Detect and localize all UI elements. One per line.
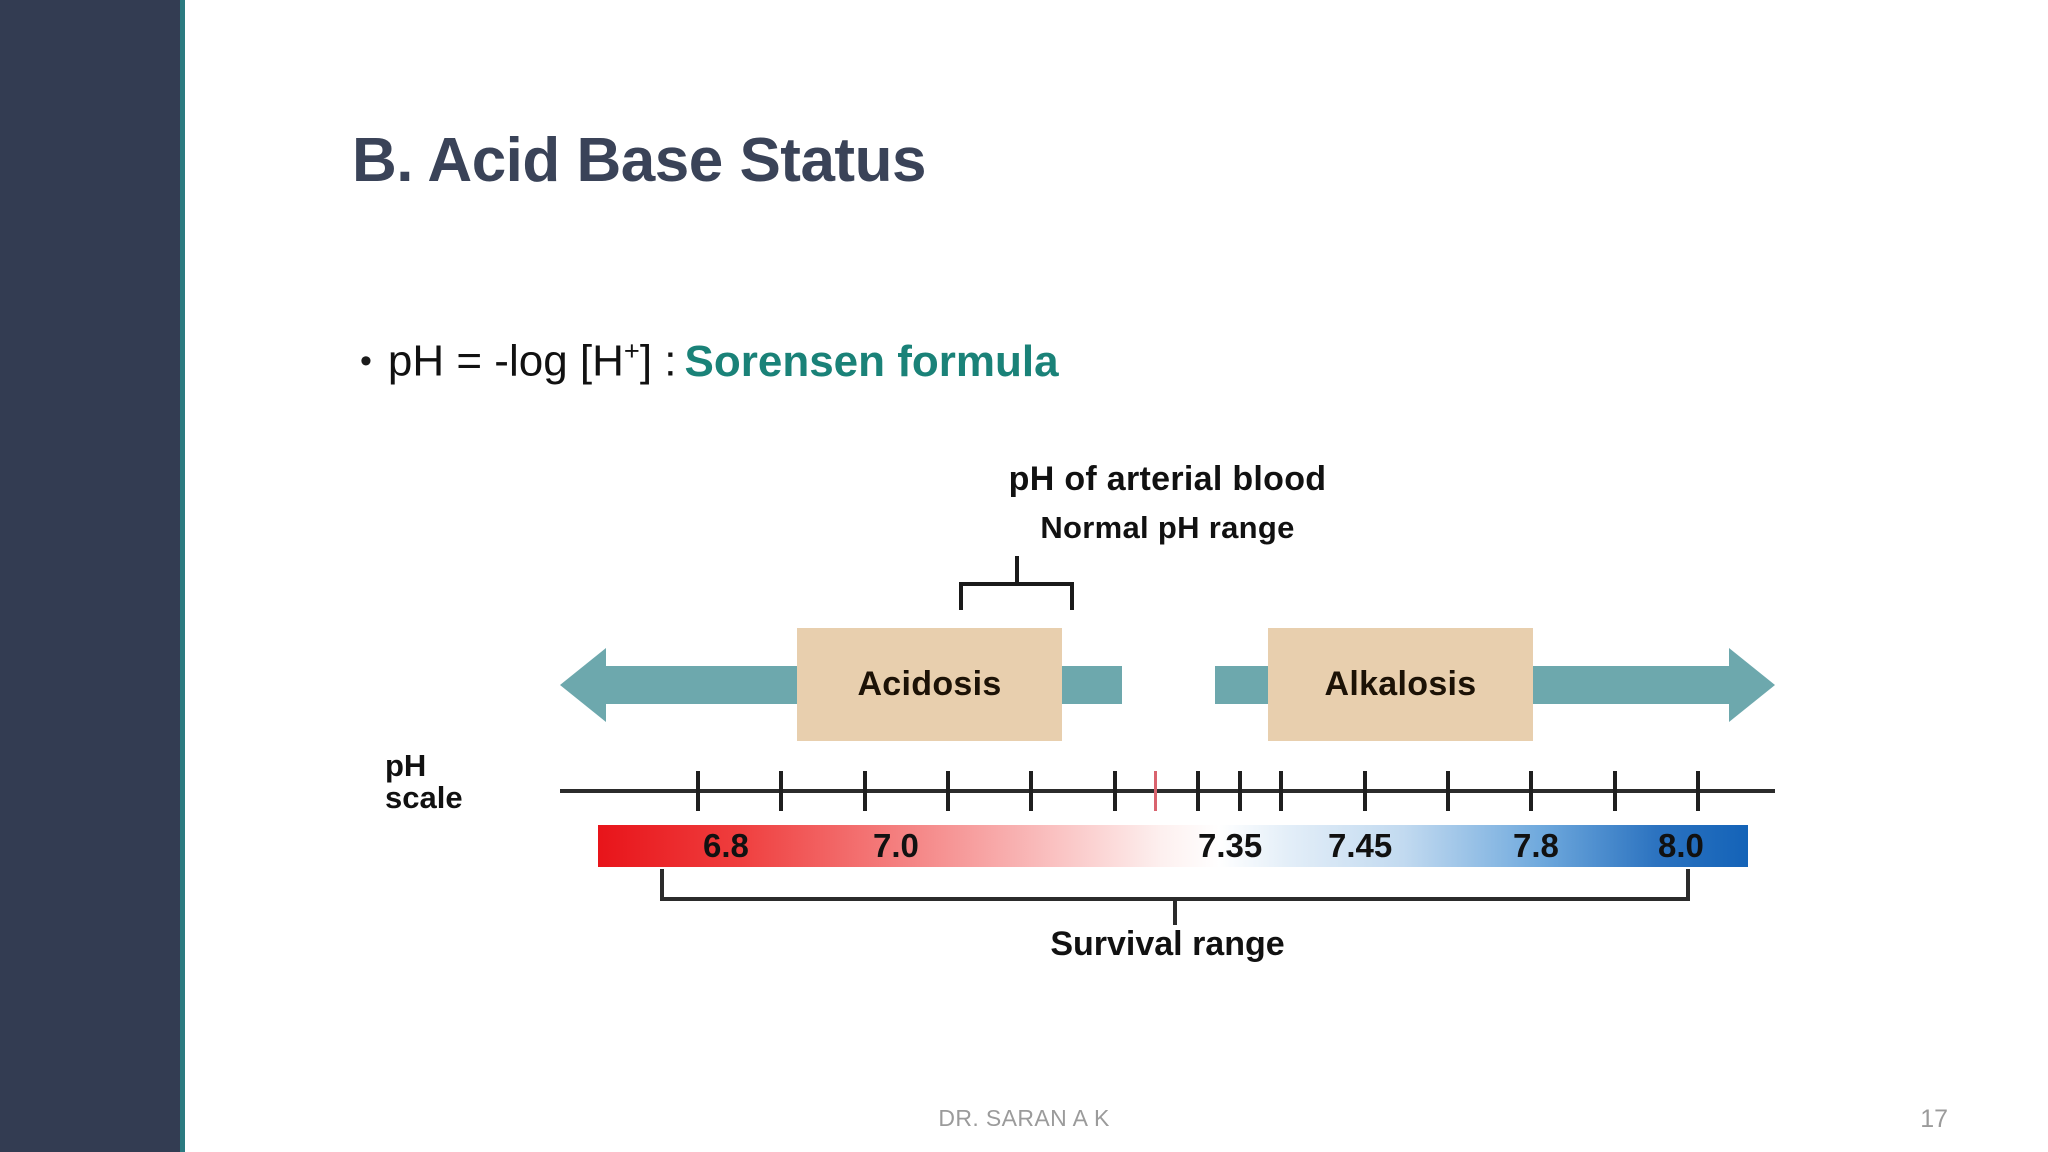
ph-value-label: 7.45 xyxy=(1328,827,1393,864)
axis-tick xyxy=(1446,771,1450,811)
bracket-stem xyxy=(1015,556,1019,584)
region-label-acidosis: Acidosis xyxy=(797,628,1062,741)
ph-value-label: 6.8 xyxy=(703,827,749,864)
axis-tick xyxy=(946,771,950,811)
ph-axis-line xyxy=(560,771,1775,811)
axis-tick xyxy=(1112,771,1117,811)
acidosis-alkalosis-arrow-row: Acidosis Alkalosis xyxy=(560,628,1775,741)
footer-author: DR. SARAN A K xyxy=(938,1105,1110,1131)
arrow-right-icon xyxy=(1729,648,1775,722)
bullet-list-item: • pH = -log [H+] : Sorensen formula xyxy=(360,335,1059,387)
axis-tick xyxy=(1196,771,1200,811)
ph-value-label: 7.0 xyxy=(873,827,919,864)
figure-subtitle: Normal pH range xyxy=(1040,510,1295,545)
footer-page-number: 17 xyxy=(1920,1105,1948,1133)
ph-scale-label-line2: scale xyxy=(385,779,463,815)
sidebar-accent-line xyxy=(180,0,185,1152)
bracket-leg-right xyxy=(1070,582,1074,610)
page-title: B. Acid Base Status xyxy=(352,126,926,195)
bracket-bar xyxy=(959,582,1074,586)
ph-value-label: 8.0 xyxy=(1658,827,1704,864)
bullet-emphasis-text: Sorensen formula xyxy=(684,336,1059,386)
axis-tick xyxy=(1154,771,1158,811)
axis-tick xyxy=(779,771,784,811)
survival-range-caption: Survival range xyxy=(1050,925,1285,963)
survival-range-bracket xyxy=(660,869,1690,925)
axis-tick xyxy=(1362,771,1367,811)
axis-tick xyxy=(696,771,700,811)
axis-tick xyxy=(862,771,867,811)
axis-tick xyxy=(1529,771,1534,811)
axis-tick xyxy=(1612,771,1617,811)
bracket-leg-left xyxy=(959,582,963,610)
ph-value-label: 7.35 xyxy=(1198,827,1263,864)
region-label-alkalosis: Alkalosis xyxy=(1268,628,1533,741)
formula-tail: ] : xyxy=(639,336,677,386)
formula-lead: pH = -log [H xyxy=(387,336,624,386)
sidebar-decorative-band xyxy=(0,0,180,1152)
survival-leg-left xyxy=(660,869,664,901)
ph-value-label: 7.8 xyxy=(1513,827,1559,864)
survival-stem xyxy=(1173,897,1177,925)
axis-tick xyxy=(1279,771,1284,811)
figure-title: pH of arterial blood xyxy=(1008,460,1327,498)
ph-scale-label-line1: pH xyxy=(385,748,427,783)
axis-tick xyxy=(1237,771,1242,811)
bullet-marker-icon: • xyxy=(360,341,372,380)
survival-leg-right xyxy=(1686,869,1690,901)
normal-range-bracket xyxy=(959,556,1074,610)
axis-tick xyxy=(1696,771,1700,811)
arrow-left-icon xyxy=(560,648,606,722)
ph-gradient-bar: 6.8 7.0 7.35 7.45 7.8 8.0 xyxy=(598,825,1748,867)
bullet-formula-text: pH = -log [H+] : xyxy=(388,335,677,387)
formula-superscript: + xyxy=(623,335,640,366)
axis-tick xyxy=(1029,771,1034,811)
ph-scale-diagram: pH of arterial blood Normal pH range Aci… xyxy=(385,460,1775,980)
ph-scale-axis-label: pH scale xyxy=(385,750,545,813)
